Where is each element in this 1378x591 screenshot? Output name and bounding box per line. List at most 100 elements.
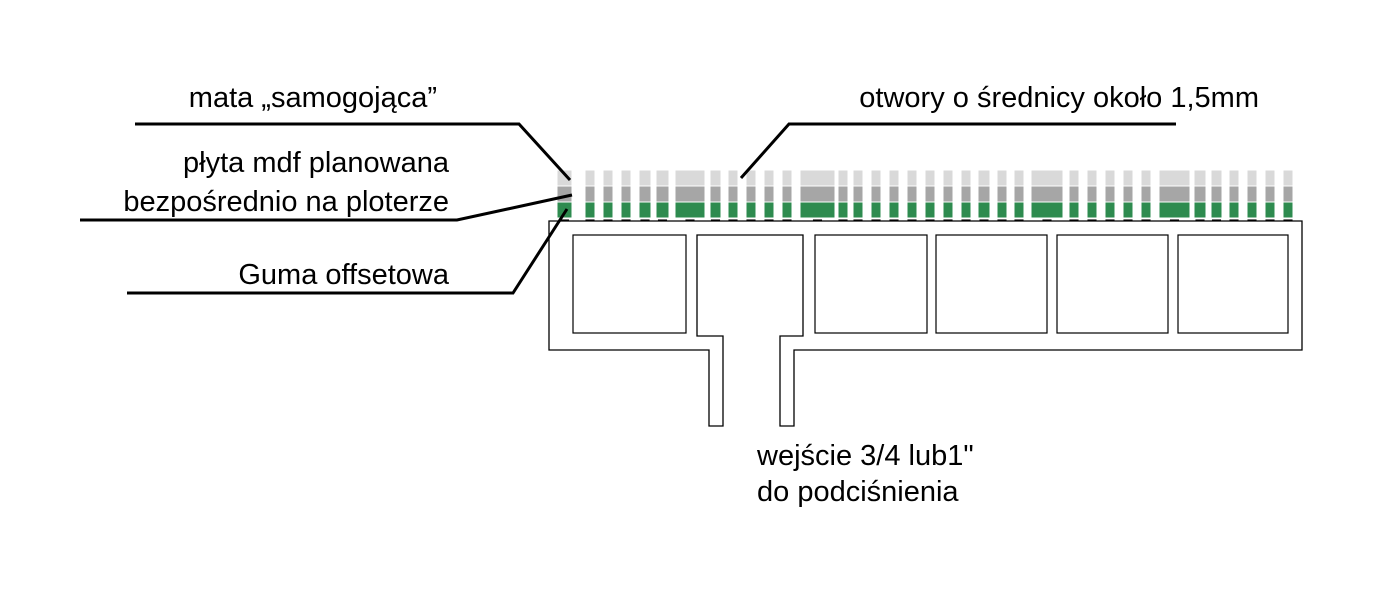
- mat-segment: [638, 169, 652, 187]
- rubber-segment: [852, 201, 864, 219]
- rubber-segment: [1104, 201, 1116, 219]
- mdf-segment: [727, 185, 739, 203]
- mdf-segment: [942, 185, 954, 203]
- mdf-segment: [870, 185, 882, 203]
- rubber-segment: [837, 201, 849, 219]
- rubber-segment: [745, 201, 757, 219]
- mdf-segment: [1158, 185, 1191, 203]
- mdf-segment: [852, 185, 864, 203]
- mat-segment: [977, 169, 991, 187]
- mat-segment: [1122, 169, 1134, 187]
- mat-segment: [620, 169, 632, 187]
- mat-segment: [888, 169, 900, 187]
- rubber-segment: [1158, 201, 1191, 219]
- rubber-segment: [1086, 201, 1098, 219]
- label-mdf-line1: płyta mdf planowana: [183, 147, 450, 179]
- rubber-segment: [799, 201, 836, 219]
- mat-segment: [906, 169, 918, 187]
- mat-segment: [1264, 169, 1276, 187]
- mdf-segment: [1140, 185, 1152, 203]
- rubber-segment: [620, 201, 632, 219]
- rubber-segment: [763, 201, 775, 219]
- mat-segment: [602, 169, 614, 187]
- mdf-segment: [977, 185, 991, 203]
- rubber-segment: [1246, 201, 1258, 219]
- rubber-segment: [556, 201, 573, 219]
- rubber-segment: [924, 201, 936, 219]
- mat-segment: [1013, 169, 1025, 187]
- vacuum-chamber: [1177, 234, 1289, 334]
- rubber-segment: [1282, 201, 1294, 219]
- mdf-segment: [674, 185, 706, 203]
- rubber-segment: [870, 201, 882, 219]
- rubber-segment: [942, 201, 954, 219]
- mat-segment: [799, 169, 836, 187]
- mat-segment: [1282, 169, 1294, 187]
- mat-segment: [852, 169, 864, 187]
- mat-segment: [709, 169, 722, 187]
- rubber-segment: [674, 201, 706, 219]
- mdf-segment: [1210, 185, 1223, 203]
- mdf-segment: [709, 185, 722, 203]
- rubber-segment: [602, 201, 614, 219]
- mdf-segment: [888, 185, 900, 203]
- vacuum-chamber: [814, 234, 928, 334]
- mat-segment: [1193, 169, 1207, 187]
- rubber-segment: [1068, 201, 1080, 219]
- rubber-segment: [888, 201, 900, 219]
- mat-segment: [1104, 169, 1116, 187]
- mat-segment: [924, 169, 936, 187]
- rubber-segment: [1030, 201, 1064, 219]
- mat-segment: [1086, 169, 1098, 187]
- vacuum-chamber: [935, 234, 1048, 334]
- leader-line-holes: [739, 122, 1176, 179]
- mat-segment: [1068, 169, 1080, 187]
- rubber-segment: [727, 201, 739, 219]
- mat-segment: [655, 169, 670, 187]
- rubber-segment: [960, 201, 972, 219]
- leader-line-mdf: [80, 193, 573, 222]
- mdf-segment: [906, 185, 918, 203]
- label-mat: mata „samogojąca”: [189, 82, 437, 114]
- mdf-segment: [1086, 185, 1098, 203]
- mat-segment: [1140, 169, 1152, 187]
- rubber-segment: [584, 201, 596, 219]
- mdf-segment: [602, 185, 614, 203]
- mat-segment: [727, 169, 739, 187]
- mdf-segment: [1104, 185, 1116, 203]
- rubber-segment: [709, 201, 722, 219]
- rubber-segment: [638, 201, 652, 219]
- label-rubber: Guma offsetowa: [238, 259, 450, 291]
- rubber-segment: [655, 201, 670, 219]
- rubber-segment: [1210, 201, 1223, 219]
- mat-segment: [1030, 169, 1064, 187]
- mdf-segment: [763, 185, 775, 203]
- mdf-segment: [1122, 185, 1134, 203]
- rubber-segment: [1228, 201, 1240, 219]
- mdf-segment: [1246, 185, 1258, 203]
- mat-segment: [837, 169, 849, 187]
- vacuum-chambers: [572, 234, 1289, 334]
- rubber-segment: [1122, 201, 1134, 219]
- mdf-segment: [996, 185, 1008, 203]
- mdf-segment: [799, 185, 836, 203]
- mdf-segment: [745, 185, 757, 203]
- label-inlet-line2: do podciśnienia: [757, 476, 959, 508]
- mdf-segment: [638, 185, 652, 203]
- rubber-segment: [977, 201, 991, 219]
- mdf-segment: [655, 185, 670, 203]
- mat-segment: [870, 169, 882, 187]
- mdf-segment: [1030, 185, 1064, 203]
- mat-segment: [584, 169, 596, 187]
- mdf-segment: [620, 185, 632, 203]
- rubber-segment: [906, 201, 918, 219]
- mdf-segment: [781, 185, 793, 203]
- mat-segment: [960, 169, 972, 187]
- mat-segment: [996, 169, 1008, 187]
- mdf-segment: [1282, 185, 1294, 203]
- mat-segment: [781, 169, 793, 187]
- rubber-segment: [1013, 201, 1025, 219]
- mat-segment: [1158, 169, 1191, 187]
- label-inlet-line1: wejście 3/4 lub1": [756, 440, 974, 472]
